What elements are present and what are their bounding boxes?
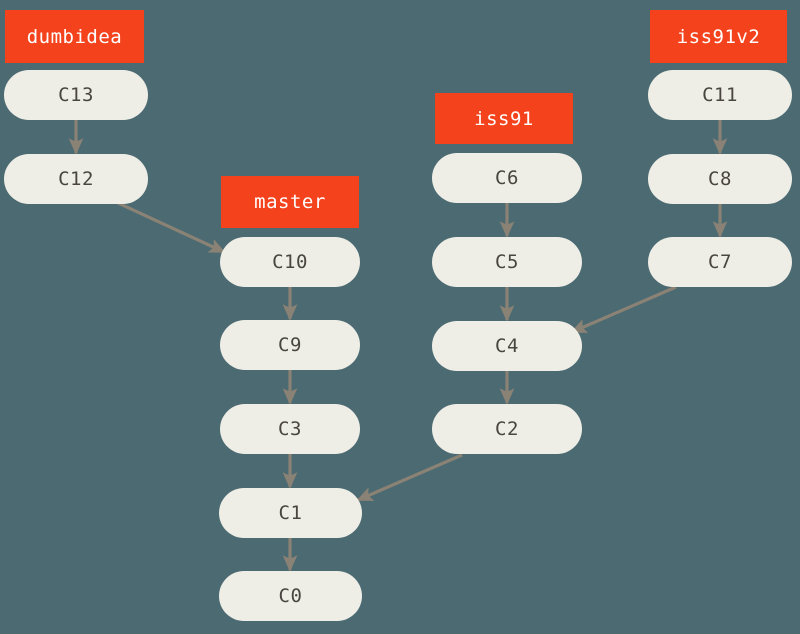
commit-node-c0[interactable]: C0	[219, 571, 362, 621]
commit-node-c1[interactable]: C1	[219, 488, 362, 538]
branch-label-dumbidea[interactable]: dumbidea	[5, 10, 144, 63]
commit-node-c5[interactable]: C5	[432, 237, 582, 287]
commit-node-c2[interactable]: C2	[432, 404, 582, 454]
branch-label-iss91[interactable]: iss91	[435, 93, 573, 144]
commit-node-c12[interactable]: C12	[4, 154, 148, 204]
edge-c2-c1	[356, 453, 463, 502]
branch-label-master[interactable]: master	[221, 176, 359, 228]
commit-node-c7[interactable]: C7	[648, 237, 792, 287]
commit-node-c13[interactable]: C13	[4, 70, 148, 120]
commit-node-c8[interactable]: C8	[648, 154, 792, 204]
commit-node-c9[interactable]: C9	[220, 320, 360, 370]
commit-node-c6[interactable]: C6	[432, 153, 582, 203]
edge-c7-c4	[570, 285, 677, 334]
commit-node-c3[interactable]: C3	[220, 404, 360, 454]
commit-node-c11[interactable]: C11	[648, 70, 792, 120]
branch-label-iss91v2[interactable]: iss91v2	[650, 10, 787, 63]
edge-c12-c10	[117, 201, 226, 254]
commit-node-c4[interactable]: C4	[432, 321, 582, 371]
commit-node-c10[interactable]: C10	[220, 237, 360, 287]
